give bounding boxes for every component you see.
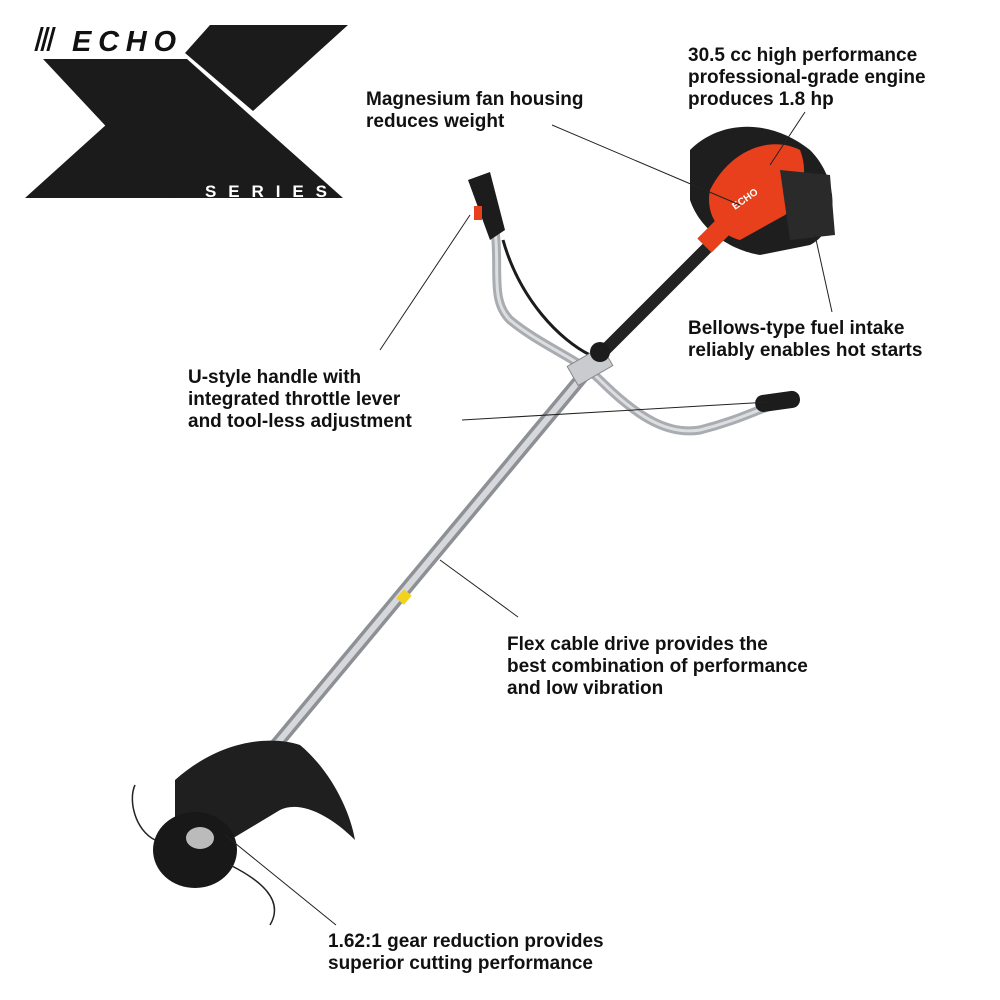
callout-line: reduces weight xyxy=(366,111,505,132)
callout-fan-housing: Magnesium fan housing reduces weight xyxy=(366,89,583,133)
throttle-grip xyxy=(468,172,505,240)
svg-text:SERIES: SERIES xyxy=(205,182,330,201)
callout-engine: 30.5 cc high performance professional-gr… xyxy=(688,45,926,111)
cutting-head xyxy=(131,740,355,926)
callout-line: superior cutting performance xyxy=(328,953,593,974)
right-grip xyxy=(755,390,800,412)
adjustment-knob xyxy=(590,342,610,362)
callout-fuel-intake: Bellows-type fuel intake reliably enable… xyxy=(688,318,922,362)
callout-line: Flex cable drive provides the xyxy=(507,634,768,655)
callout-line: and low vibration xyxy=(507,678,664,699)
callout-handle: U-style handle with integrated throttle … xyxy=(188,367,412,433)
engine: ECHO xyxy=(690,126,835,255)
callout-line: Bellows-type fuel intake xyxy=(688,318,905,339)
svg-text:ECHO: ECHO xyxy=(72,26,176,58)
callout-line: produces 1.8 hp xyxy=(688,89,834,110)
callout-line: 1.62:1 gear reduction provides xyxy=(328,931,604,952)
callout-line: and tool-less adjustment xyxy=(188,411,412,432)
u-handle xyxy=(468,172,800,436)
callout-line: 30.5 cc high performance xyxy=(688,45,918,66)
echo-wordmark: ECHO xyxy=(34,26,176,58)
callout-gear: 1.62:1 gear reduction provides superior … xyxy=(328,931,604,975)
callout-line: professional-grade engine xyxy=(688,67,926,88)
callout-line: Magnesium fan housing xyxy=(366,89,584,110)
callout-leaders xyxy=(224,111,833,926)
drive-tube xyxy=(584,229,726,371)
callout-line: reliably enables hot starts xyxy=(688,340,923,361)
callout-line: best combination of performance xyxy=(507,656,808,677)
callout-line: integrated throttle lever xyxy=(188,389,401,410)
echo-x-series-logo: ECHO SERIES xyxy=(25,25,348,201)
callout-drive: Flex cable drive provides the best combi… xyxy=(507,634,808,700)
callout-line: U-style handle with xyxy=(188,367,362,388)
